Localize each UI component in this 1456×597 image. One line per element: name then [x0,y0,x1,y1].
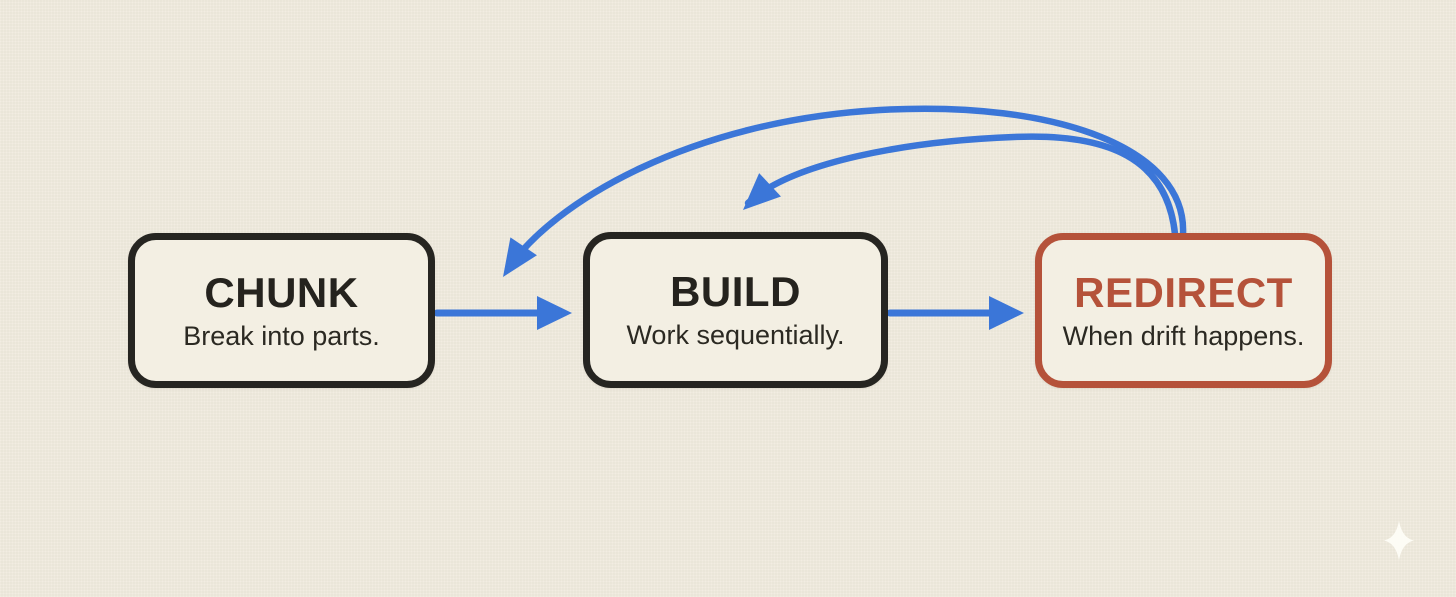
node-redirect: REDIRECT When drift happens. [1035,233,1332,388]
arrowhead-chunk-to-build [537,296,572,330]
arrowhead-redirect-to-build [743,173,781,210]
node-redirect-title: REDIRECT [1074,268,1293,316]
node-chunk: CHUNK Break into parts. [128,233,435,388]
node-redirect-subtitle: When drift happens. [1062,320,1305,351]
arrow-redirect-to-chunk-curve [504,105,1187,273]
node-build-subtitle: Work sequentially. [626,320,845,350]
arrow-redirect-to-build-curve [744,133,1179,238]
node-chunk-subtitle: Break into parts. [183,320,380,351]
four-pointed-star-icon [1384,521,1414,560]
node-chunk-title: CHUNK [204,268,359,316]
arrowhead-build-to-redirect [989,296,1024,330]
node-build-title: BUILD [670,268,801,315]
arrowhead-redirect-to-chunk [503,237,537,277]
node-build: BUILD Work sequentially. [583,232,888,388]
